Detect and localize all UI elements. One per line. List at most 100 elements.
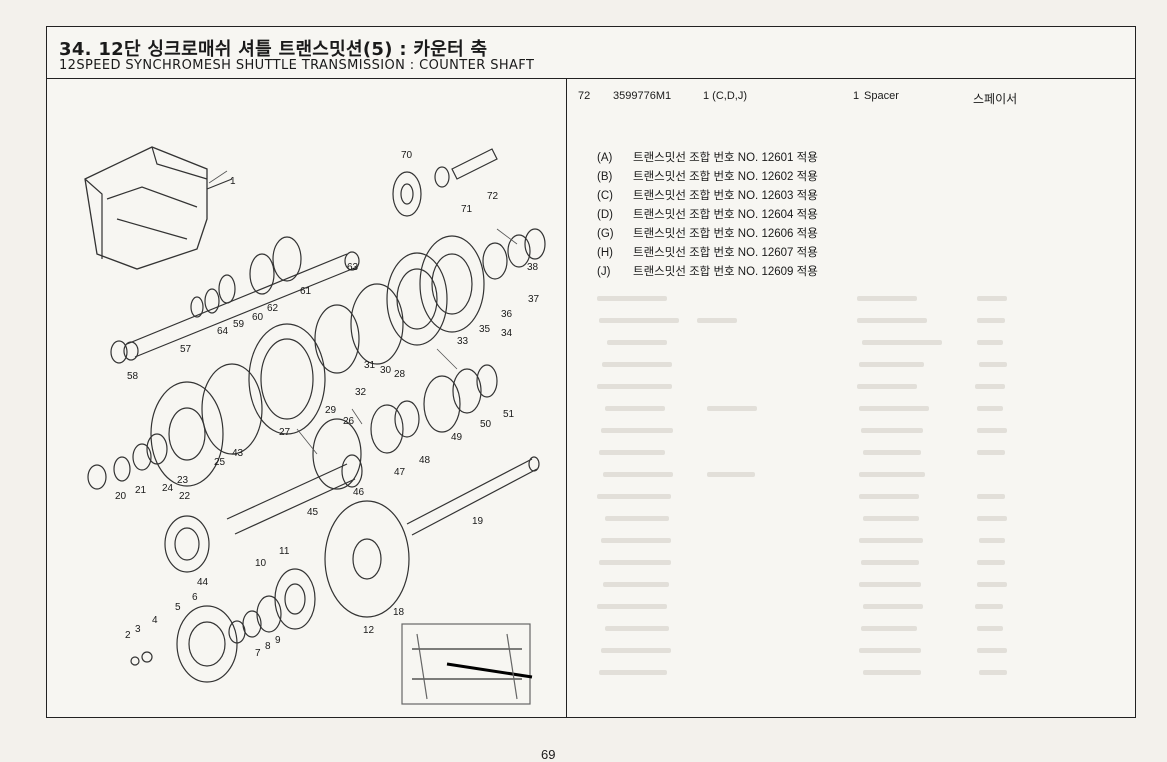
callout: 9 <box>275 635 281 646</box>
note-text: 트랜스밋선 조합 번호 NO. 12603 적용 <box>633 190 818 202</box>
callout: 71 <box>461 204 473 215</box>
bleed-through-texture <box>567 284 1135 704</box>
page-header: 34. 12단 싱크로매쉬 셔틀 트랜스밋션(5) : 카운터 축 12SPEE… <box>47 27 1135 79</box>
note-code: (G) <box>597 228 614 240</box>
callout: 33 <box>457 336 469 347</box>
applicability: 1 (C,D,J) <box>703 90 747 102</box>
note-code: (D) <box>597 209 613 221</box>
ref-number: 72 <box>578 90 591 102</box>
callout: 62 <box>267 303 279 314</box>
callout: 29 <box>325 405 337 416</box>
callout: 60 <box>252 312 264 323</box>
callout: 3 <box>135 624 141 635</box>
callout: 20 <box>115 491 127 502</box>
callout: 46 <box>353 487 365 498</box>
locator-inset-drawing <box>401 623 533 705</box>
callout: 23 <box>177 475 189 486</box>
note-text: 트랜스밋선 조합 번호 NO. 12604 적용 <box>633 209 818 221</box>
note-line: (D) 트랜스밋선 조합 번호 NO. 12604 적용 <box>597 206 818 224</box>
note-code: (C) <box>597 190 613 202</box>
note-text: 트랜스밋선 조합 번호 NO. 12609 적용 <box>633 266 818 278</box>
note-line: (J) 트랜스밋선 조합 번호 NO. 12609 적용 <box>597 263 818 281</box>
callout: 30 <box>380 365 392 376</box>
callout: 57 <box>180 344 192 355</box>
callout: 63 <box>347 262 359 273</box>
note-code: (B) <box>597 171 613 183</box>
bearing-cluster-drawing <box>130 568 316 683</box>
input-shaft-drawing <box>406 456 540 536</box>
page-frame: 34. 12단 싱크로매쉬 셔틀 트랜스밋션(5) : 카운터 축 12SPEE… <box>46 26 1136 762</box>
part-number: 3599776M1 <box>613 90 672 102</box>
callout: 34 <box>501 328 513 339</box>
note-text: 트랜스밋선 조합 번호 NO. 12606 적용 <box>633 228 818 240</box>
callout: 32 <box>355 387 367 398</box>
synchro-gear-set <box>314 228 546 374</box>
callout: 38 <box>527 262 539 273</box>
upper-gear-cluster <box>110 236 302 364</box>
callout: 22 <box>179 491 191 502</box>
description-english: Spacer <box>864 90 899 102</box>
callout: 24 <box>162 483 174 494</box>
callout: 45 <box>307 507 319 518</box>
callout: 6 <box>192 592 198 603</box>
callout: 10 <box>255 558 267 569</box>
callout: 7 <box>255 648 261 659</box>
spline-shaft-drawing <box>164 454 363 573</box>
note-line: (C) 트랜스밋선 조합 번호 NO. 12603 적용 <box>597 187 818 205</box>
callout: 8 <box>265 641 271 652</box>
callout: 47 <box>394 467 406 478</box>
note-line: (H)트랜스밋선 조합 번호 NO. 12607 적용 <box>597 244 818 262</box>
callout-labels: 1 2 3 4 5 6 7 8 9 10 11 12 18 19 20 21 2… <box>47 79 565 716</box>
counter-shaft-drawing <box>123 251 360 361</box>
callout: 21 <box>135 485 147 496</box>
callout: 12 <box>363 625 375 636</box>
note-text: 트랜스밋선 조합 번호 NO. 12602 적용 <box>633 171 818 183</box>
callout: 35 <box>479 324 491 335</box>
exploded-view-drawing <box>84 146 546 705</box>
parts-list: 72 3599776M1 1 (C,D,J) 1 Spacer 스페이서 (A)… <box>567 79 1135 717</box>
leader-lines <box>208 170 518 455</box>
callout: 51 <box>503 409 515 420</box>
callout: 27 <box>279 427 291 438</box>
parts-row: 72 3599776M1 1 (C,D,J) 1 Spacer 스페이서 <box>567 90 1135 106</box>
note-code: (H) <box>597 247 613 259</box>
note-line: (A) 트랜스밋선 조합 번호 NO. 12601 적용 <box>597 149 818 167</box>
callout: 1 <box>230 176 236 187</box>
callout: 28 <box>394 369 406 380</box>
callout: 49 <box>451 432 463 443</box>
callout: 19 <box>472 516 484 527</box>
middle-gear-set <box>87 323 326 490</box>
callout: 11 <box>279 546 290 557</box>
callout: 2 <box>125 630 131 641</box>
callout: 50 <box>480 419 492 430</box>
page-number: 69 <box>541 747 556 762</box>
callout: 31 <box>364 360 376 371</box>
callout: 72 <box>487 191 499 202</box>
quantity: 1 <box>853 90 860 102</box>
note-code: (J) <box>597 266 611 278</box>
callout: 64 <box>217 326 229 337</box>
callout: 43 <box>232 448 244 459</box>
callout: 5 <box>175 602 181 613</box>
large-gear-drawing <box>324 500 410 618</box>
callout: 18 <box>393 607 405 618</box>
callout: 61 <box>300 286 312 297</box>
callout: 70 <box>401 150 413 161</box>
column-divider <box>566 78 567 717</box>
description-korean: 스페이서 <box>973 92 1018 106</box>
callout: 44 <box>197 577 209 588</box>
callout: 26 <box>343 416 355 427</box>
exploded-view-diagram: 1 2 3 4 5 6 7 8 9 10 11 12 18 19 20 21 2… <box>47 79 565 762</box>
callout: 58 <box>127 371 139 382</box>
page-title-english: 12SPEED SYNCHROMESH SHUTTLE TRANSMISSION… <box>59 58 535 73</box>
transmission-housing-drawing <box>84 146 233 270</box>
top-gear-set <box>392 148 498 217</box>
note-text: 트랜스밋선 조합 번호 NO. 12601 적용 <box>633 152 818 164</box>
note-line: (B) 트랜스밋선 조합 번호 NO. 12602 적용 <box>597 168 818 186</box>
callout: 4 <box>152 615 158 626</box>
callout: 25 <box>214 457 226 468</box>
callout: 37 <box>528 294 540 305</box>
note-code: (A) <box>597 152 613 164</box>
callout: 59 <box>233 319 245 330</box>
reverse-gear-set <box>312 364 498 490</box>
